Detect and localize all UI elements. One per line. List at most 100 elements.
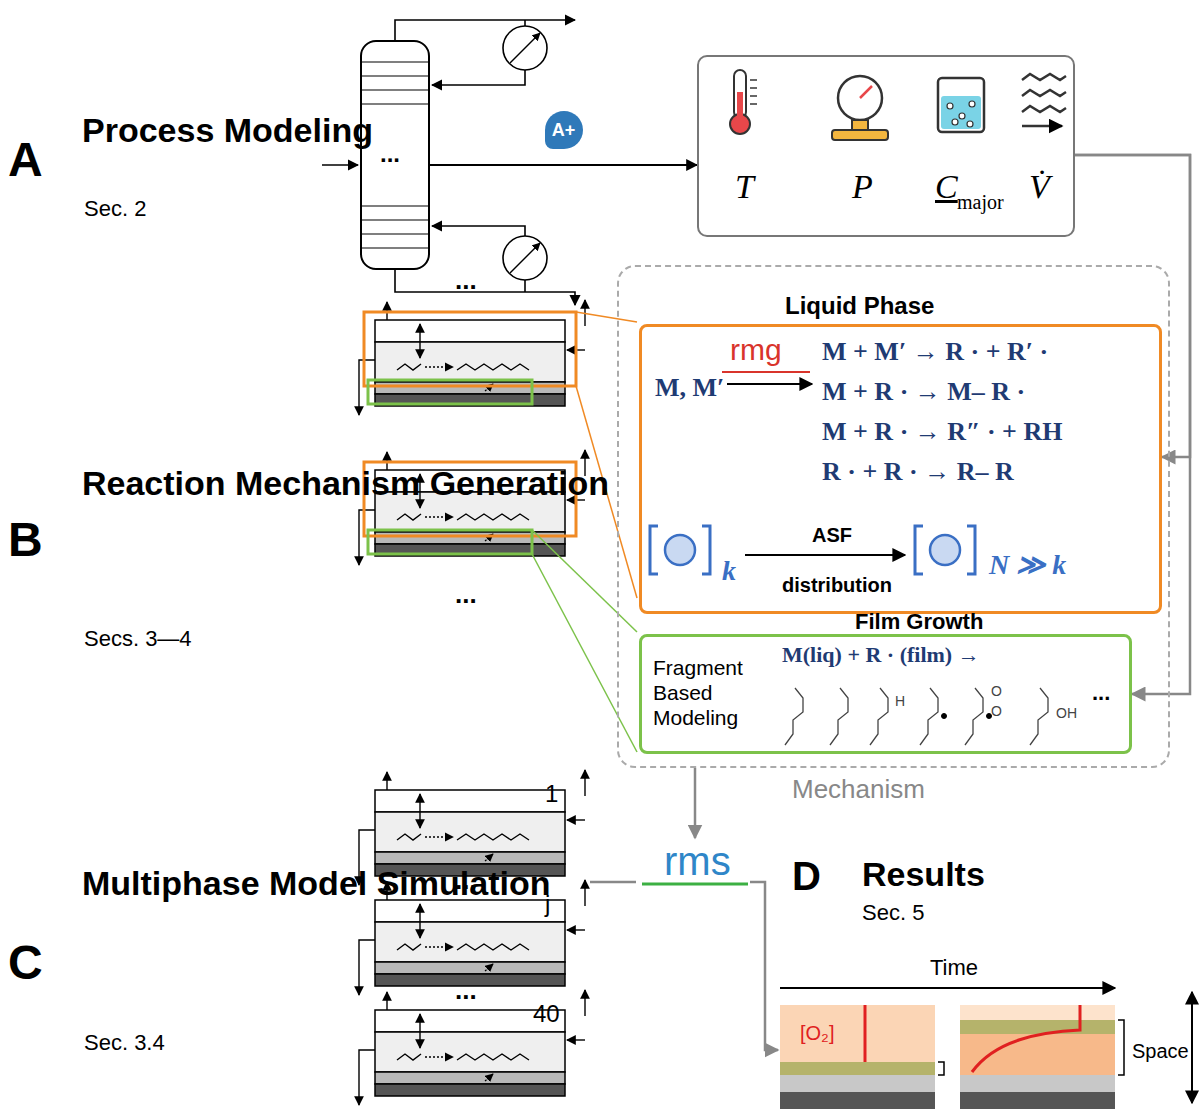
film-layer xyxy=(960,1020,1115,1034)
column-tray xyxy=(362,61,428,62)
node-text: Film Growth xyxy=(855,609,983,634)
stage-liquid xyxy=(375,922,565,962)
bottoms-line xyxy=(395,270,575,305)
stage-gas xyxy=(375,320,565,342)
flow-base xyxy=(1022,125,1062,128)
oligomer-chain xyxy=(397,834,421,840)
node-text: Time xyxy=(930,955,978,980)
column-vessel: ... xyxy=(360,40,430,270)
oligomer-chain xyxy=(397,944,421,950)
section-title: Sec. 2 xyxy=(84,196,146,221)
section-title: Reaction Mechanism Generation xyxy=(82,455,297,511)
node-text: M + R · → M– R · xyxy=(822,377,1025,407)
space-axis xyxy=(1191,992,1193,1103)
mass-transfer-arrow xyxy=(419,1014,420,1048)
section-title: Secs. 3—4 xyxy=(84,626,192,651)
column-tray xyxy=(362,219,428,220)
node-text: M, M′ xyxy=(655,373,724,403)
reboiler-inlet xyxy=(524,280,526,292)
oligomer-chain xyxy=(397,514,421,520)
vapor-out xyxy=(386,772,387,790)
node-text: Space xyxy=(1132,1040,1189,1063)
mass-transfer-arrow xyxy=(419,794,420,828)
liquid-highlight xyxy=(364,462,576,536)
mechanism-box: MechanismLiquid PhasermgM, M′M + M′ → R … xyxy=(617,265,1170,768)
node-text: rmg xyxy=(730,333,782,368)
node-text: N ≫ k xyxy=(989,549,1066,581)
panel-letter: D xyxy=(792,853,821,899)
liquid-out xyxy=(359,830,375,885)
thermometer-mercury xyxy=(737,92,743,122)
figure-label: ... xyxy=(455,866,477,896)
connector-arrow xyxy=(430,164,697,166)
node-text: rms xyxy=(664,838,731,884)
metal-surface xyxy=(960,1075,1115,1092)
growth-arrow xyxy=(425,946,453,947)
node-text: M + M′ → R · + R′ · xyxy=(822,337,1048,367)
growth-arrow xyxy=(425,366,453,367)
oligomer-chain xyxy=(397,1054,421,1060)
results-panel: Time[O₂]Space xyxy=(778,955,1200,1109)
metal-surface xyxy=(780,1075,935,1092)
node-text: Mechanism xyxy=(792,775,925,805)
vapor-out xyxy=(386,992,387,1010)
bubble xyxy=(967,121,973,127)
column-tray xyxy=(362,89,428,90)
node-text: Fragment Based Modeling xyxy=(653,655,765,730)
liquid-out xyxy=(359,940,375,995)
stage-gas xyxy=(375,470,565,492)
fragment-structure xyxy=(785,688,803,745)
figure-label: ... xyxy=(455,266,477,296)
section-title: Process Modeling xyxy=(82,110,297,150)
stage-film xyxy=(375,382,565,394)
deposit-arrow xyxy=(485,1074,493,1081)
space-brace xyxy=(1118,1020,1124,1075)
node-text: k xyxy=(722,555,736,587)
liquid-in xyxy=(567,819,585,820)
flow-wave xyxy=(1022,90,1066,96)
connector-arrow xyxy=(694,768,697,838)
liquid-phase-box: Liquid PhasermgM, M′M + M′ → R · + R′ ·M… xyxy=(639,324,1162,614)
fragment-structure xyxy=(1030,688,1048,745)
section-title: Sec. 5 xyxy=(862,900,924,925)
column-tray xyxy=(362,205,428,206)
vapor-riser xyxy=(584,990,585,1016)
feed-arrow xyxy=(322,164,358,166)
oligomer-chain xyxy=(457,1054,529,1060)
bulk-liquid xyxy=(780,1005,935,1062)
flow-wave xyxy=(1022,106,1066,112)
stage-liquid xyxy=(375,342,565,382)
column-tray xyxy=(362,103,428,104)
vapor-riser xyxy=(584,770,585,796)
reboiler-symbol xyxy=(503,236,547,280)
section-title: Results xyxy=(862,855,985,894)
rmg-arrow xyxy=(727,383,812,385)
node-text: V̇ xyxy=(1029,167,1050,206)
flow-wave xyxy=(1022,74,1066,80)
node-text: ASF distribution xyxy=(782,510,882,610)
reboiler-arrow xyxy=(510,243,540,273)
thermometer-tick xyxy=(750,103,757,104)
column-tray xyxy=(362,75,428,76)
condenser-arrow xyxy=(510,33,540,63)
section-title: Multiphase Model Simulation xyxy=(82,855,297,911)
section-title: Sec. 3.4 xyxy=(84,1030,165,1055)
zoom-line xyxy=(532,530,637,632)
zoom-line xyxy=(532,554,637,752)
mass-transfer-arrow xyxy=(419,324,420,358)
oligomer-chain xyxy=(397,364,421,370)
simulation-line xyxy=(590,881,636,884)
condenser-symbol xyxy=(503,26,547,70)
stage-liquid xyxy=(375,492,565,532)
figure-label: H xyxy=(895,693,905,709)
space-brace xyxy=(938,1062,944,1075)
film-growth-box: Film GrowthFragment Based ModelingM(liq)… xyxy=(639,634,1132,754)
stage-film xyxy=(375,962,565,974)
vapor-line xyxy=(395,20,575,40)
zoom-line xyxy=(576,312,637,322)
film-highlight xyxy=(368,530,532,554)
reflux-line xyxy=(432,70,525,85)
node-text: M + R · → R″ · + RH xyxy=(822,417,1062,447)
figure-label: O xyxy=(991,683,1002,699)
